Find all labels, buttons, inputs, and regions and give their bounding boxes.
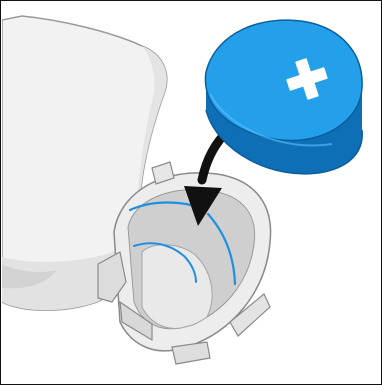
coin-cell-battery-icon <box>205 20 362 174</box>
